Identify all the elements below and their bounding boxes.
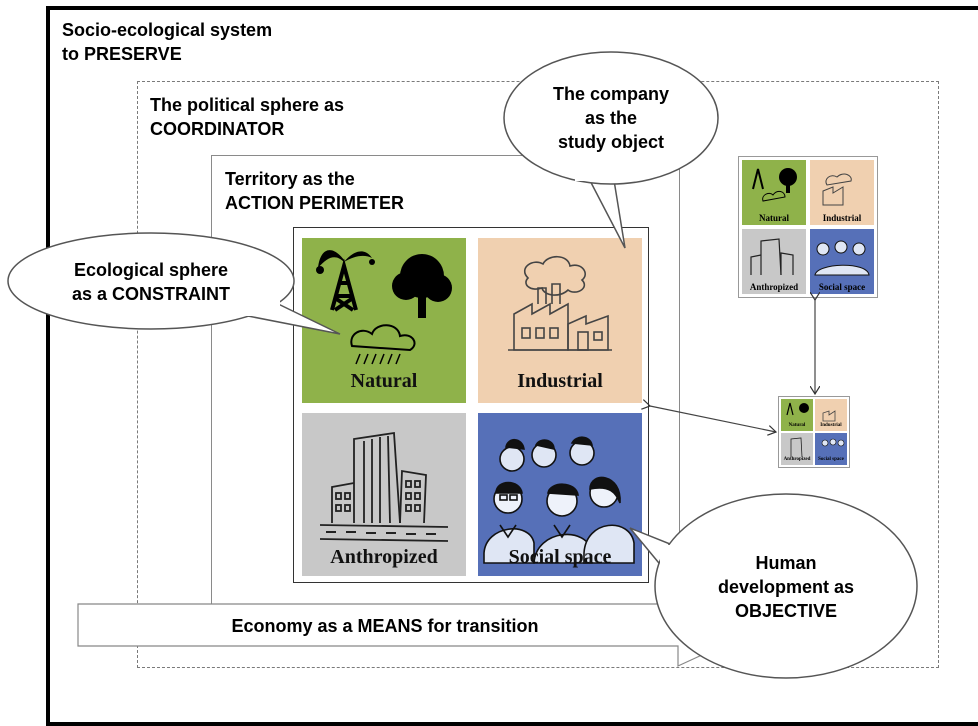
factory-icon — [478, 238, 642, 403]
ecological-bubble-text: Ecological sphere as a CONSTRAINT — [71, 260, 231, 304]
double-arrow-diagonal — [650, 406, 776, 432]
anthropized-label: Anthropized — [330, 546, 438, 568]
connectors-overlay — [7, 51, 918, 679]
quadrant-industrial: Industrial — [478, 238, 642, 403]
human-bubble-text: Human development as OBJECTIVE — [717, 553, 855, 621]
small-lower-industrial-label: Industrial — [820, 423, 842, 428]
human-bubble-shape — [654, 493, 918, 679]
small-grid-upper-tiles — [742, 160, 874, 294]
natural-label: Natural — [350, 370, 418, 392]
small-upper-industrial-label: Industrial — [822, 213, 862, 223]
human-bubble-tail-mask — [660, 545, 686, 575]
city-buildings-icon — [302, 413, 466, 576]
small-lower-social-label: Social space — [818, 457, 844, 462]
social-space-label: Social space — [508, 546, 612, 568]
small-upper-natural-label: Natural — [759, 213, 789, 223]
economy-arrow-text: Economy as a MEANS for transition — [231, 615, 539, 636]
small-grid-lower-tiles — [781, 399, 847, 465]
quadrant-natural: Natural — [302, 238, 466, 403]
small-upper-social-label: Social space — [818, 282, 866, 292]
people-group-icon — [478, 413, 642, 576]
ecological-bubble-tail-mask — [240, 296, 280, 316]
company-bubble-tail — [584, 167, 626, 249]
company-bubble-shape — [503, 51, 719, 185]
socio-ecological-system-label: Socio-ecological system to PRESERVE — [62, 20, 273, 64]
industrial-label: Industrial — [517, 370, 603, 392]
quadrant-anthropized: Anthropized — [302, 413, 466, 576]
small-grid-lower: Natural Industrial Anthropized Social sp… — [778, 396, 850, 468]
company-bubble-text: The company as the study object — [552, 84, 670, 152]
territory-label: Territory as the ACTION PERIMETER — [225, 169, 405, 213]
main-grid: Natural Industrial — [293, 227, 649, 583]
political-sphere-label: The political sphere as COORDINATOR — [150, 95, 345, 139]
small-grid-upper: Natural Industrial Anthropized Social sp… — [738, 156, 878, 298]
oil-derrick-tree-rain-icon — [302, 238, 466, 403]
small-lower-natural-label: Natural — [788, 423, 806, 428]
small-upper-anthropized-label: Anthropized — [749, 282, 799, 292]
small-lower-anthropized-label: Anthropized — [783, 457, 811, 462]
quadrant-social-space: Social space — [478, 413, 642, 576]
ecological-bubble-shape — [7, 232, 295, 330]
company-bubble-tail-mask — [575, 165, 625, 181]
